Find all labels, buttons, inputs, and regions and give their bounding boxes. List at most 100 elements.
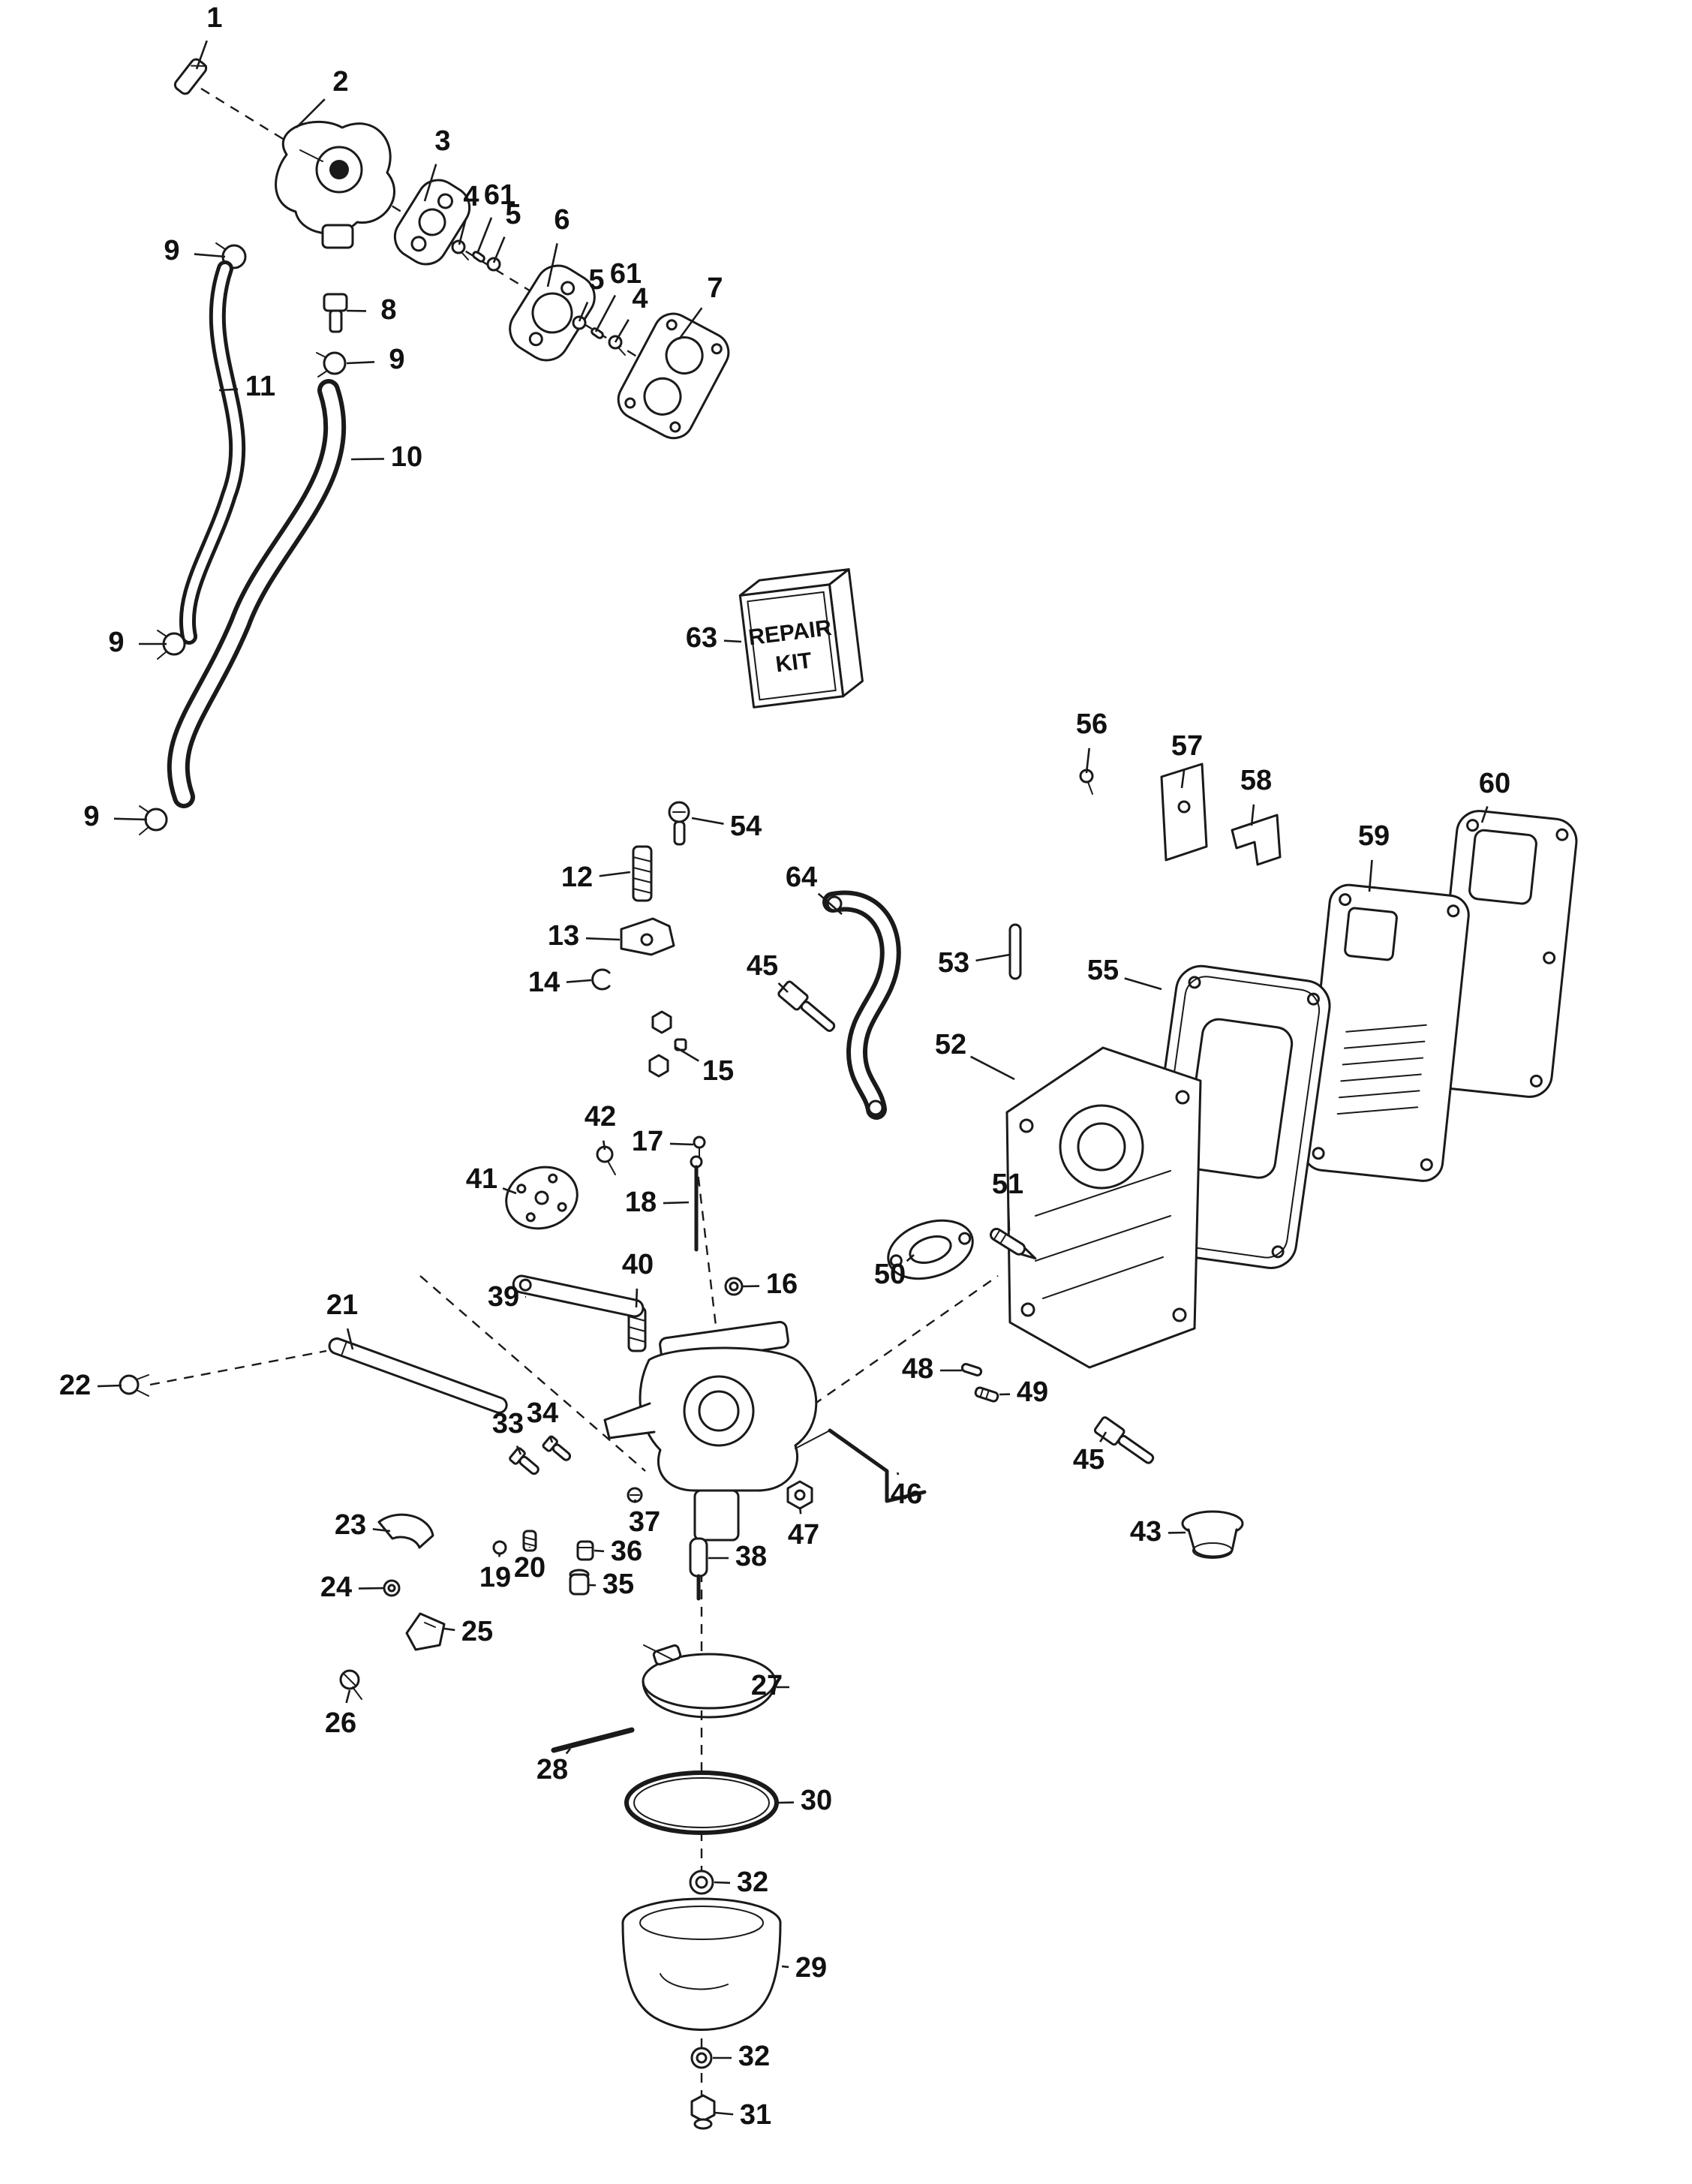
part-number-label: 45 bbox=[1073, 1444, 1104, 1476]
part-number-label: 28 bbox=[536, 1754, 568, 1785]
adapter-plate-part7 bbox=[617, 312, 730, 440]
bracket-part13 bbox=[620, 917, 675, 956]
spring-part20 bbox=[522, 1530, 537, 1552]
bowl-gasket-part30 bbox=[624, 1770, 779, 1835]
part-number-label: 56 bbox=[1076, 708, 1107, 740]
part-number-label: 18 bbox=[625, 1187, 657, 1218]
part-number-label: 29 bbox=[795, 1952, 827, 1984]
part-number-label: 43 bbox=[1130, 1516, 1162, 1548]
part-number-label: 39 bbox=[488, 1281, 519, 1313]
screw-part42 bbox=[596, 1145, 616, 1175]
pin-part61-a bbox=[472, 251, 485, 263]
leader-line bbox=[476, 217, 493, 254]
screw-part17 bbox=[693, 1136, 706, 1159]
part-number-label: 49 bbox=[1017, 1376, 1048, 1408]
part-number-label: 55 bbox=[1087, 955, 1119, 986]
leader-line bbox=[663, 1201, 690, 1205]
repair-kit-box-part63: REPAIR KIT bbox=[738, 568, 864, 708]
pin-part48 bbox=[960, 1363, 983, 1376]
leader-line bbox=[515, 1445, 522, 1455]
leader-line bbox=[113, 817, 148, 821]
part-number-label: 16 bbox=[766, 1268, 798, 1300]
throttle-shaft-part21 bbox=[328, 1337, 508, 1414]
part-number-label: 9 bbox=[389, 344, 404, 375]
leader-line bbox=[1368, 859, 1373, 892]
hose-clamp-part9-d bbox=[139, 805, 168, 835]
gasket-part3 bbox=[393, 179, 471, 266]
part-number-label: 59 bbox=[1358, 820, 1390, 852]
fuel-pump-body-part2 bbox=[275, 120, 395, 249]
part-number-label: 41 bbox=[466, 1163, 497, 1195]
cam-part23 bbox=[377, 1513, 434, 1549]
leader-line bbox=[358, 1587, 385, 1590]
throttle-lever-part39 bbox=[512, 1274, 645, 1318]
part-number-label: 52 bbox=[935, 1029, 966, 1060]
leader-line bbox=[1124, 977, 1162, 991]
leader-line bbox=[669, 1142, 694, 1146]
gasket-part60 bbox=[1431, 810, 1578, 1098]
fuel-connector-part8 bbox=[323, 293, 348, 333]
leader-line bbox=[594, 294, 617, 332]
part-number-label: 23 bbox=[335, 1509, 366, 1541]
part-number-label: 10 bbox=[391, 441, 422, 473]
reed-plate-part59 bbox=[1302, 883, 1470, 1182]
gasket-part50 bbox=[887, 1219, 974, 1280]
intake-manifold-part52 bbox=[1005, 1046, 1202, 1369]
leader-line bbox=[599, 871, 631, 877]
clip-part14 bbox=[591, 968, 611, 991]
idle-screw-part34 bbox=[542, 1435, 572, 1461]
float-pin-part28 bbox=[551, 1727, 635, 1753]
fuel-hose-part10 bbox=[167, 379, 347, 808]
part-number-label: 20 bbox=[514, 1552, 545, 1584]
washer-part16 bbox=[724, 1277, 744, 1296]
leader-line bbox=[346, 1328, 354, 1350]
part-number-label: 46 bbox=[891, 1479, 922, 1510]
part-number-label: 13 bbox=[548, 920, 579, 952]
leader-line bbox=[372, 1528, 391, 1533]
diaphragm-plate-part41 bbox=[505, 1166, 579, 1230]
part-number-label: 53 bbox=[938, 947, 969, 979]
bracket-part64 bbox=[822, 890, 901, 1120]
washer-part32-a bbox=[689, 1870, 714, 1895]
bracket-part58 bbox=[1231, 814, 1282, 866]
leader-line bbox=[548, 1435, 554, 1443]
fuel-fitting-part1 bbox=[173, 58, 208, 95]
part-number-label: 9 bbox=[83, 801, 99, 832]
bracket-part25 bbox=[405, 1612, 446, 1651]
part-number-label: 11 bbox=[245, 371, 275, 402]
needle-seat-part38 bbox=[689, 1537, 708, 1601]
repair-kit-text-line2: KIT bbox=[774, 648, 813, 678]
part-number-label: 37 bbox=[629, 1506, 660, 1538]
leader-line bbox=[345, 1689, 351, 1704]
washer-part19 bbox=[492, 1540, 507, 1555]
part-number-label: 24 bbox=[320, 1572, 352, 1603]
leader-line bbox=[585, 937, 621, 941]
leader-line bbox=[906, 1254, 915, 1262]
washer-part5-b bbox=[572, 315, 587, 330]
idle-screw-part33 bbox=[509, 1447, 539, 1476]
part-number-label: 8 bbox=[380, 294, 396, 326]
leader-line bbox=[678, 307, 703, 340]
part-number-label: 51 bbox=[992, 1169, 1023, 1200]
leader-line bbox=[633, 1499, 637, 1503]
leader-line bbox=[566, 979, 592, 983]
part-number-label: 30 bbox=[801, 1785, 832, 1816]
pin-part61-b bbox=[591, 327, 604, 339]
leader-line bbox=[423, 164, 437, 202]
leader-line bbox=[817, 892, 843, 915]
part-number-label: 3 bbox=[434, 125, 450, 157]
part-number-label: 4 bbox=[463, 181, 479, 212]
leader-line bbox=[798, 1506, 802, 1515]
part-number-label: 27 bbox=[751, 1670, 783, 1701]
leader-line bbox=[296, 98, 326, 128]
spring-part12 bbox=[632, 845, 653, 902]
dowel-pin-part53 bbox=[1008, 923, 1022, 980]
leader-line bbox=[691, 817, 724, 825]
carburetor-body bbox=[603, 1321, 831, 1542]
screw-part56 bbox=[1079, 769, 1094, 795]
leader-line bbox=[443, 1627, 455, 1632]
part-number-label: 19 bbox=[479, 1562, 511, 1593]
leader-line bbox=[675, 1045, 699, 1062]
part-number-label: 31 bbox=[740, 2099, 771, 2131]
